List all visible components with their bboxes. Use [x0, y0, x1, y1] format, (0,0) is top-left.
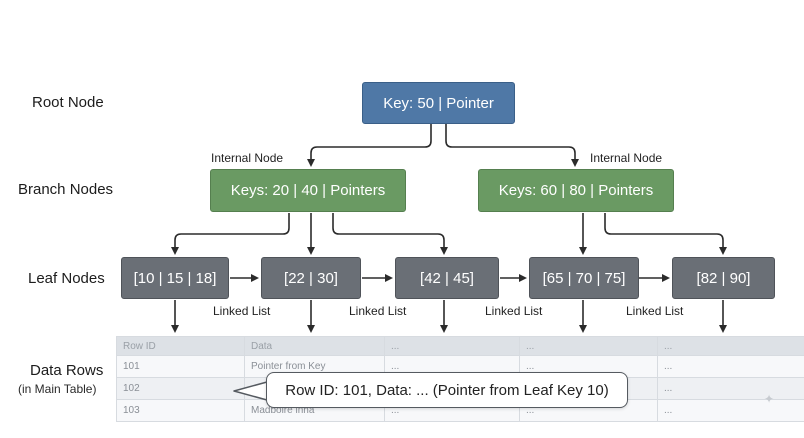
- leaf-node-5: [82 | 90]: [672, 257, 775, 299]
- table-header-cell: ...: [657, 336, 804, 356]
- branch-node-right-text: Keys: 60 | 80 | Pointers: [498, 182, 654, 199]
- table-header-cell: ...: [519, 336, 658, 356]
- label-branch-nodes: Branch Nodes: [18, 181, 114, 198]
- branch-left-caption: Internal Node: [211, 151, 284, 165]
- table-header-cell: Row ID: [116, 336, 245, 356]
- leaf-node-2: [22 | 30]: [261, 257, 361, 299]
- label-leaf-nodes: Leaf Nodes: [28, 270, 105, 287]
- table-cell: ...: [657, 399, 804, 422]
- table-header-cell: ...: [384, 336, 520, 356]
- linked-list-label-1: Linked List: [213, 304, 271, 318]
- edge-branch-left-leaf-3: [332, 213, 448, 255]
- edge-root-branch-right: [445, 124, 579, 167]
- leaf-node-3: [42 | 45]: [395, 257, 499, 299]
- linked-list-label-2: Linked List: [349, 304, 407, 318]
- branch-node-left-text: Keys: 20 | 40 | Pointers: [230, 182, 386, 199]
- table-cell: 101: [116, 355, 245, 378]
- leaf-node-3-text: [42 | 45]: [420, 269, 474, 287]
- leaf-node-2-text: [22 | 30]: [284, 269, 338, 287]
- label-data-rows-sub: (in Main Table): [18, 382, 97, 396]
- leaf-node-4: [65 | 70 | 75]: [529, 257, 639, 299]
- root-node: Key: 50 | Pointer: [362, 82, 515, 124]
- table-cell: ...: [657, 377, 804, 400]
- table-header-row: Row ID Data ... ... ...: [116, 336, 804, 356]
- sparkle-icon: ✦: [764, 392, 775, 406]
- edge-branch-left-leaf-1: [171, 213, 290, 255]
- table-header-cell: Data: [244, 336, 385, 356]
- leaf-node-1-text: [10 | 15 | 18]: [133, 269, 217, 287]
- row-callout-text: Row ID: 101, Data: ... (Pointer from Lea…: [285, 381, 609, 399]
- label-root-node: Root Node: [32, 94, 104, 111]
- root-node-text: Key: 50 | Pointer: [383, 94, 494, 112]
- branch-right-caption: Internal Node: [590, 151, 663, 165]
- table-cell: 103: [116, 399, 245, 422]
- leaf-node-1: [10 | 15 | 18]: [121, 257, 229, 299]
- linked-list-label-3: Linked List: [485, 304, 543, 318]
- row-callout: Row ID: 101, Data: ... (Pointer from Lea…: [266, 372, 628, 408]
- table-cell: 102: [116, 377, 245, 400]
- table-cell: ...: [657, 355, 804, 378]
- branch-node-right: Keys: 60 | 80 | Pointers: [478, 169, 674, 212]
- branch-node-left: Keys: 20 | 40 | Pointers: [210, 169, 406, 212]
- linked-list-label-4: Linked List: [626, 304, 684, 318]
- edge-root-branch-left: [307, 124, 432, 167]
- label-data-rows: Data Rows: [30, 362, 104, 379]
- leaf-node-4-text: [65 | 70 | 75]: [542, 269, 626, 287]
- leaf-node-5-text: [82 | 90]: [696, 269, 751, 287]
- callout-pointer: [233, 381, 268, 401]
- edge-branch-right-leaf-5: [604, 213, 727, 255]
